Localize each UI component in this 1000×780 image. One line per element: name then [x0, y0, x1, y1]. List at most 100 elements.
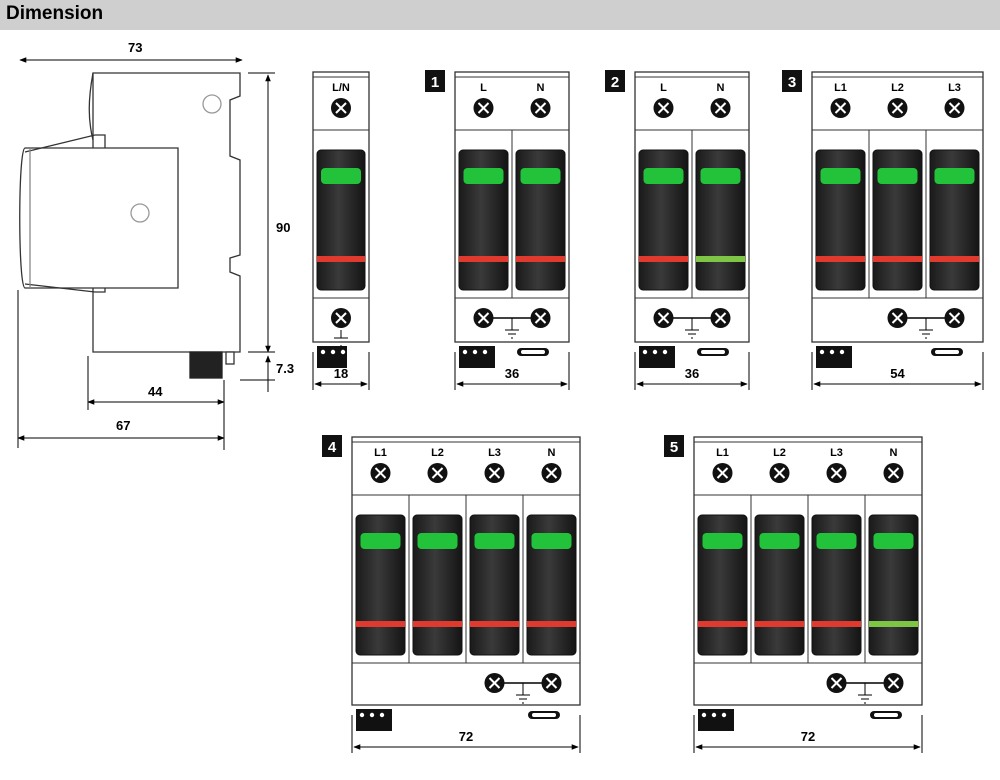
dim-width-label: 36: [685, 366, 699, 381]
screw-cross: [887, 467, 900, 479]
status-indicator: [759, 533, 800, 549]
surge-cartridge: [638, 149, 689, 291]
ground-icon: [516, 683, 530, 704]
screw-cross: [534, 312, 547, 324]
terminal-label: L2: [431, 447, 444, 459]
dim-width-label: 54: [890, 366, 905, 381]
surge-cartridge: [697, 514, 748, 656]
terminal-label: N: [548, 447, 556, 459]
surge-cartridge: [412, 514, 463, 656]
screw-cross: [773, 467, 786, 479]
screw-cross: [716, 467, 729, 479]
ground-icon: [685, 318, 699, 339]
din-latch-slot: [521, 350, 545, 354]
surge-cartridge: [316, 149, 366, 291]
clip-dot: [721, 712, 727, 718]
status-indicator: [873, 533, 914, 549]
terminal-label: N: [537, 82, 545, 94]
color-strip: [816, 256, 865, 262]
color-strip: [930, 256, 979, 262]
screw-cross: [657, 102, 670, 114]
color-strip: [639, 256, 688, 262]
clip-dot: [379, 712, 385, 718]
screw-cross: [887, 677, 900, 689]
color-strip: [696, 256, 745, 262]
model-badge-number: 4: [328, 439, 337, 456]
din-clip: [698, 709, 734, 731]
model-badge-number: 1: [431, 74, 439, 91]
screw-cross: [488, 467, 501, 479]
terminal-label: L1: [374, 447, 387, 459]
dim-height: 90: [276, 220, 290, 235]
clip-dot: [652, 349, 658, 355]
status-indicator: [463, 168, 504, 184]
terminal-label: L2: [773, 447, 786, 459]
status-indicator: [474, 533, 515, 549]
status-indicator: [820, 168, 861, 184]
terminal-label: N: [717, 82, 725, 94]
terminal-label: L/N: [332, 82, 350, 94]
status-indicator: [934, 168, 975, 184]
clip-dot: [711, 712, 717, 718]
surge-cartridge: [929, 149, 980, 291]
screw-cross: [830, 677, 843, 689]
status-indicator: [700, 168, 741, 184]
side-view-dimensions: [17, 57, 275, 450]
model-badge: [322, 435, 342, 457]
terminal-label: L: [480, 82, 487, 94]
dim-foot: 7.3: [276, 361, 294, 376]
terminal-label: L1: [834, 82, 847, 94]
color-strip: [812, 621, 861, 627]
model-badge-number: 3: [788, 74, 796, 91]
terminal-label: L3: [948, 82, 961, 94]
color-strip: [356, 621, 405, 627]
clip-dot: [472, 349, 478, 355]
screw-cross: [948, 102, 961, 114]
status-indicator: [360, 533, 401, 549]
surge-cartridge: [526, 514, 577, 656]
clip-dot: [320, 349, 326, 355]
status-indicator: [321, 168, 361, 184]
model-badge: [605, 70, 625, 92]
status-indicator: [643, 168, 684, 184]
side-view: [19, 72, 241, 379]
status-indicator: [877, 168, 918, 184]
din-clip: [639, 346, 675, 368]
status-indicator: [520, 168, 561, 184]
clip-dot: [482, 349, 488, 355]
clip-dot: [340, 349, 346, 355]
status-indicator: [531, 533, 572, 549]
color-strip: [869, 621, 918, 627]
clip-dot: [369, 712, 375, 718]
color-strip: [516, 256, 565, 262]
screw-cross: [534, 102, 547, 114]
color-strip: [873, 256, 922, 262]
ground-icon: [858, 683, 872, 704]
surge-cartridge: [458, 149, 509, 291]
clip-dot: [359, 712, 365, 718]
din-clip: [356, 709, 392, 731]
dim-depth-front: 44: [148, 384, 163, 399]
screw-cross: [335, 102, 347, 114]
surge-cartridge: [469, 514, 520, 656]
screw-cross: [335, 312, 347, 324]
screw-cross: [545, 677, 558, 689]
color-strip: [317, 256, 365, 262]
terminal-label: N: [890, 447, 898, 459]
clip-dot: [701, 712, 707, 718]
clip-dot: [839, 349, 845, 355]
surge-cartridge: [754, 514, 805, 656]
din-latch-slot: [935, 350, 959, 354]
dim-width-label: 18: [334, 366, 348, 381]
dim-overall-width: 73: [128, 40, 142, 55]
section-header: Dimension: [0, 0, 1000, 30]
ground-icon: [334, 330, 348, 347]
screw-cross: [477, 102, 490, 114]
screw-cross: [714, 102, 727, 114]
din-latch-slot: [874, 713, 898, 717]
color-strip: [527, 621, 576, 627]
